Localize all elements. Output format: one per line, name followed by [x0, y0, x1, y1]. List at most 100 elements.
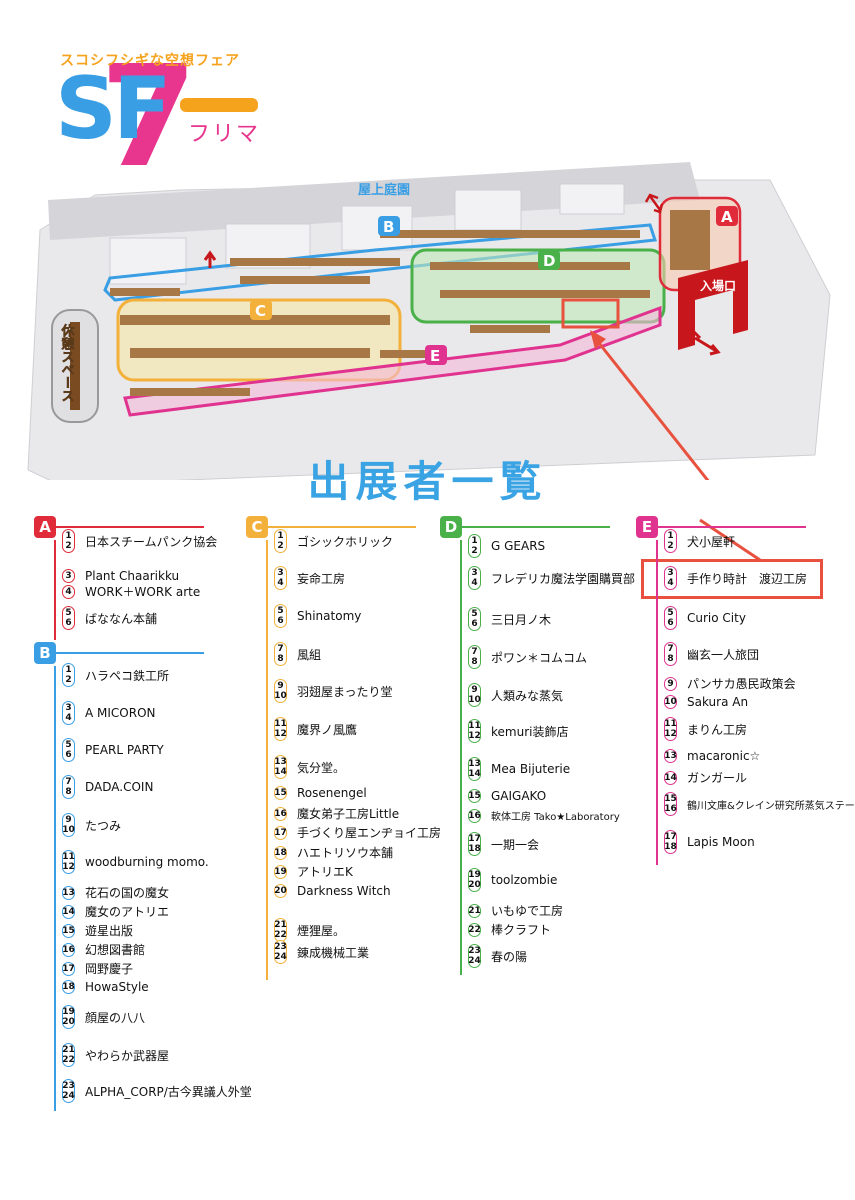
booth-number: 10 [664, 697, 677, 707]
booth-number: 2 [65, 541, 72, 551]
booth-number: 2 [65, 675, 72, 685]
event-logo: 7 SF [40, 36, 280, 199]
booth-number-pill: 9 [664, 676, 677, 691]
booth-number: 16 [664, 804, 677, 814]
booth-number: 7 [471, 647, 478, 657]
exhibitor-name: 魔女弟子工房Little [297, 807, 400, 821]
exhibitor-list-title: 出展者一覧 [307, 457, 548, 506]
exhibitor-name: ハエトリソウ本舗 [297, 846, 394, 860]
booth-number-pill: 10 [664, 695, 677, 709]
exhibitor-name: 人類みな蒸気 [491, 688, 564, 703]
exhibitor-name: ゴシックホリック [297, 534, 394, 549]
exhibitor-name: toolzombie [491, 873, 558, 887]
booth-number: 3 [65, 571, 72, 581]
exhibitor-name: Sakura An [687, 695, 749, 709]
booth-number: 19 [274, 866, 287, 877]
booth-number: 8 [65, 787, 72, 797]
booth-number-pill: 14 [62, 904, 75, 919]
booth-number: 1 [471, 536, 478, 546]
booth-number-pill: 4 [62, 584, 75, 599]
exhibitor-name: ポワン＊コムコム [491, 650, 588, 665]
booth-number: 17 [62, 963, 75, 974]
logo-number: 7 [100, 40, 197, 180]
exhibitor-name: アトリエK [297, 865, 353, 879]
booth-number: 12 [664, 729, 677, 739]
logo-letters: SF [55, 59, 168, 159]
door-arrow-icon [644, 193, 664, 214]
booth-number: 19 [62, 1007, 75, 1017]
pointer-arrowhead-icon [590, 330, 606, 349]
booth-number: 22 [274, 930, 287, 940]
booth-number: 20 [274, 886, 287, 896]
booth-number: 5 [471, 609, 478, 619]
booth-number: 20 [468, 880, 481, 890]
booth-number: 17 [468, 834, 481, 844]
booth-number: 4 [667, 578, 674, 588]
exhibitor-name: 魔界ノ風鷹 [297, 722, 358, 737]
exhibitor-entry: 18 HowaStyle [62, 980, 149, 994]
booth-number: 12 [468, 731, 481, 741]
booth-number: 15 [664, 794, 677, 804]
booth-number: 14 [664, 772, 677, 783]
booth-number: 7 [65, 777, 72, 787]
exhibitor-name: Curio City [687, 611, 746, 625]
exhibitor-entry: 15 遊星出版 [62, 922, 133, 939]
exhibitor-name: やわらか武器屋 [85, 1048, 170, 1063]
booth-number-pill: 15 [62, 923, 75, 938]
section-badge: A [34, 516, 56, 538]
exhibitor-name: HowaStyle [85, 980, 149, 994]
booth-number: 18 [62, 982, 75, 992]
booth-number: 24 [468, 956, 481, 966]
exhibitor-name: ハラペコ鉄工所 [85, 668, 170, 683]
booth-number: 14 [62, 906, 75, 917]
exhibitor-name: Mea Bijuterie [491, 762, 571, 776]
exhibitor-name: 遊星出版 [85, 924, 134, 938]
exhibitor-name: 犬小屋軒 [687, 534, 736, 549]
booth-number: 15 [274, 788, 287, 798]
booth-number: 7 [277, 644, 284, 654]
exhibitor-name: 手作り時計 渡辺工房 [687, 571, 808, 586]
booth-number: 6 [471, 619, 478, 629]
floor-map: 屋上庭園 B C [0, 140, 855, 541]
section-rule-vertical [460, 540, 462, 975]
booth-number: 10 [274, 691, 287, 701]
booth-number: 5 [65, 608, 72, 618]
exhibitor-name: パンサカ愚民政策会 [687, 677, 796, 691]
booth-number: 24 [274, 952, 287, 962]
booth-number: 15 [62, 925, 75, 936]
booth-number: 5 [277, 606, 284, 616]
booth-number: 13 [468, 759, 481, 769]
exhibitor-name: 気分堂。 [297, 760, 346, 775]
booth-number: 9 [667, 678, 674, 689]
exhibitor-name: 幽玄一人旅団 [687, 647, 760, 662]
